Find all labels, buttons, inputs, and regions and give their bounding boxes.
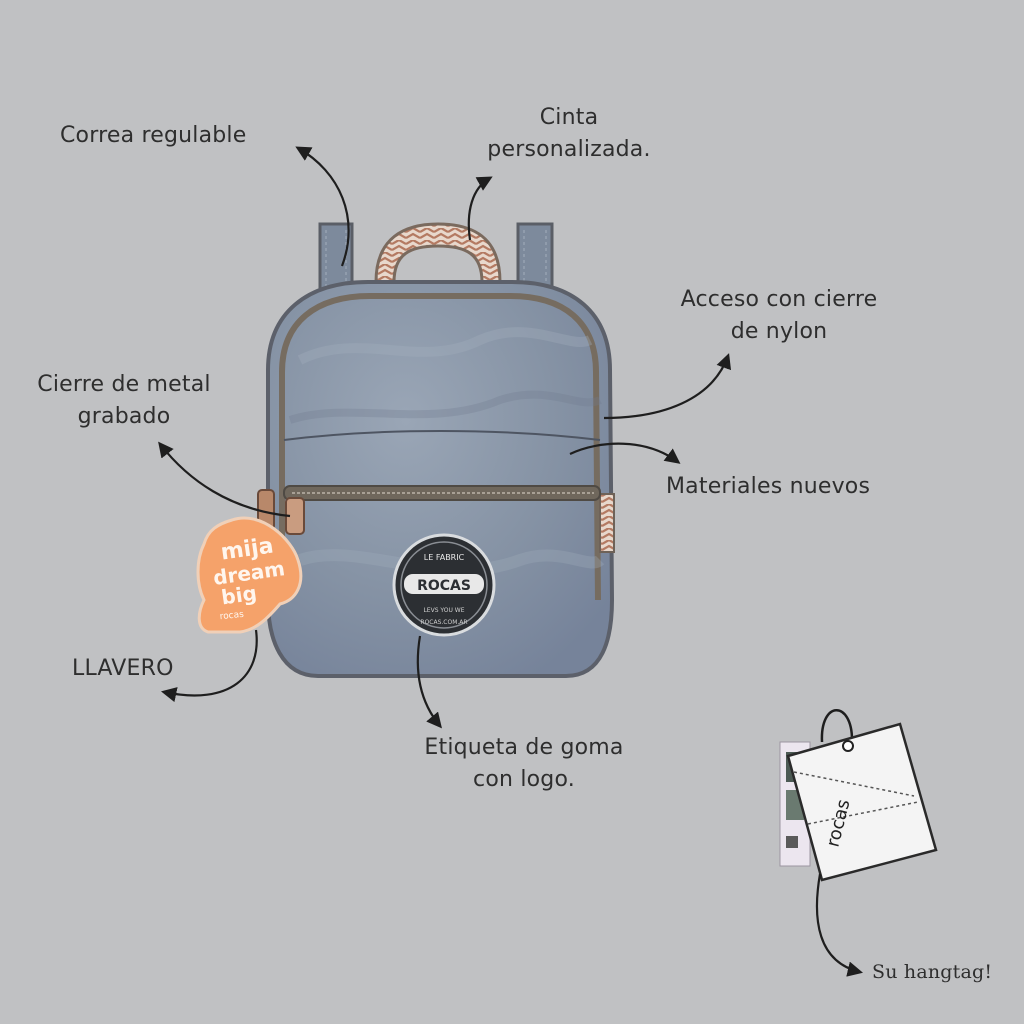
label-su-hangtag: Su hangtag! bbox=[872, 961, 993, 983]
shoulder-straps bbox=[318, 222, 554, 296]
label-etiqueta-line2: con logo. bbox=[473, 767, 575, 792]
badge-line2-text: ROCAS.COM.AR bbox=[420, 619, 467, 626]
arrow-cinta bbox=[467, 176, 493, 241]
arrow-cierre-metal bbox=[158, 441, 291, 518]
badge-top-text: LE FABRIC bbox=[424, 553, 465, 562]
keychain: mija dream big rocas bbox=[196, 516, 303, 634]
backpack-body bbox=[257, 280, 615, 678]
label-acceso-line2: de nylon bbox=[730, 319, 828, 344]
label-cinta-line1: Cinta bbox=[539, 105, 599, 130]
label-correa-regulable: Correa regulable bbox=[60, 123, 247, 148]
label-cinta-personalizada: Cinta personalizada. bbox=[464, 102, 674, 166]
label-etiqueta-goma-logo: Etiqueta de goma con logo. bbox=[398, 732, 650, 796]
annotation-arrows bbox=[158, 146, 863, 977]
label-cierre-metal-line2: grabado bbox=[77, 404, 171, 429]
arrow-llavero bbox=[160, 629, 258, 703]
label-llavero: LLAVERO bbox=[72, 656, 174, 681]
badge-line1-text: LEVS YOU WE bbox=[423, 607, 464, 614]
badge-brand-text: ROCAS bbox=[417, 578, 471, 594]
rubber-logo-badge: LE FABRIC ROCAS LEVS YOU WE ROCAS.COM.AR bbox=[392, 533, 496, 637]
arrow-materiales bbox=[569, 442, 681, 464]
keychain-line3: big bbox=[220, 581, 258, 610]
label-materiales-nuevos: Materiales nuevos bbox=[666, 474, 871, 499]
label-cierre-metal-grabado: Cierre de metal grabado bbox=[18, 369, 230, 433]
label-cinta-line2: personalizada. bbox=[487, 137, 651, 162]
arrow-correa bbox=[295, 146, 350, 267]
label-acceso-cierre-nylon: Acceso con cierre de nylon bbox=[654, 284, 904, 348]
arrow-hangtag bbox=[815, 873, 863, 977]
arrow-etiqueta bbox=[416, 635, 442, 729]
label-acceso-line1: Acceso con cierre bbox=[680, 287, 878, 312]
arrow-acceso bbox=[603, 353, 732, 420]
label-cierre-metal-line1: Cierre de metal bbox=[37, 372, 211, 397]
hangtag-illustration: rocas bbox=[779, 709, 938, 882]
top-handle bbox=[374, 222, 502, 284]
label-etiqueta-line1: Etiqueta de goma bbox=[424, 735, 624, 760]
keychain-brand: rocas bbox=[219, 610, 244, 623]
